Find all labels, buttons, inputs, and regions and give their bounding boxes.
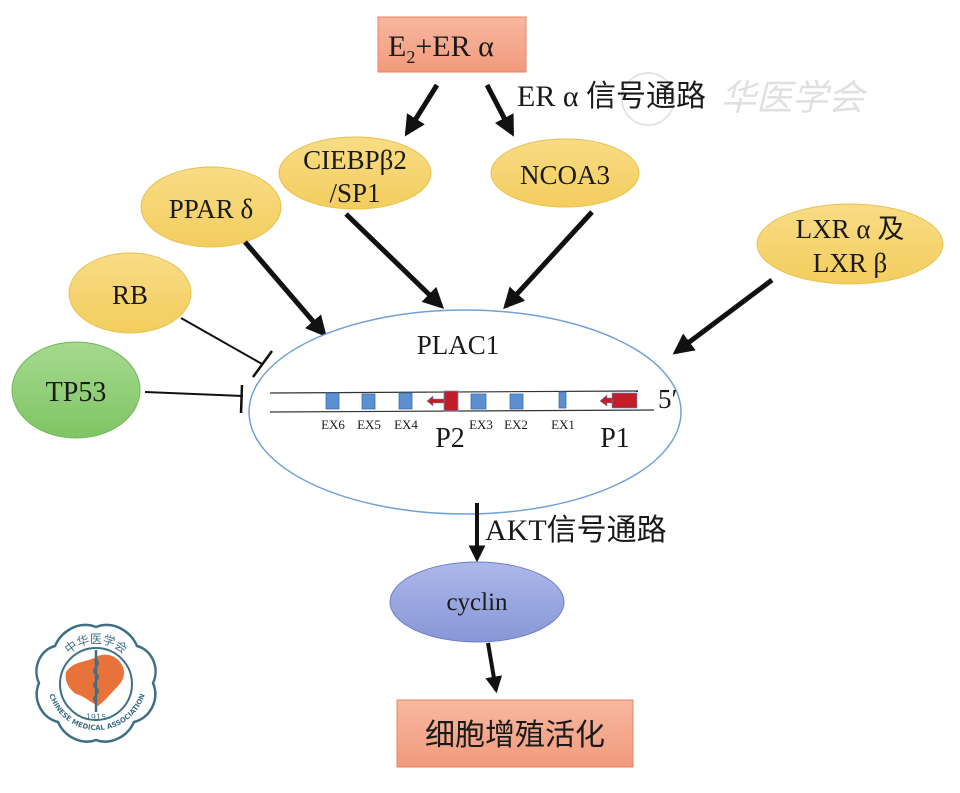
arrow-ppar-to-plac1 — [243, 240, 327, 338]
inhibition-tp53-to-plac1 — [144, 384, 244, 414]
node-rb: RB — [68, 252, 192, 334]
tp53-label: TP53 — [46, 377, 107, 408]
lxr-label-line1: LXR α 及 — [796, 214, 905, 244]
promoter-p1 — [599, 392, 638, 409]
arrow-ciebp-to-plac1 — [344, 212, 445, 309]
exon-label-ex1: EX1 — [551, 417, 575, 432]
watermark: 华医学会 — [621, 72, 868, 126]
rb-label: RB — [112, 280, 148, 310]
watermark-seal-icon — [621, 72, 675, 126]
arrow-lxr-to-plac1 — [672, 278, 774, 355]
estrogen-receptor-box: E2+ER α — [377, 16, 527, 73]
estrogen-receptor-label: E2+ER α — [388, 30, 494, 67]
node-lxr: LXR α 及 LXR β — [756, 203, 944, 285]
exon-ex3 — [470, 393, 487, 410]
node-ciebp-sp1: CIEBPβ2 /SP1 — [278, 136, 432, 210]
promoter-p2-arrow-icon — [426, 395, 445, 407]
five-prime-label: 5′ — [658, 384, 677, 414]
exon-ex2 — [509, 393, 524, 410]
exon-ex5 — [361, 393, 376, 410]
arrow-er-to-ncoa3 — [484, 83, 515, 137]
akt-pathway-label: AKT信号通路 — [485, 514, 667, 547]
lxr-label-line2: LXR β — [813, 248, 888, 278]
promoter-label-p1: P1 — [600, 423, 630, 454]
dna-strand-bottom — [269, 409, 655, 413]
ciebp-label-line1: CIEBPβ2 — [303, 145, 407, 175]
exon-label-ex2: EX2 — [504, 417, 528, 432]
arrow-er-to-ciebp — [404, 83, 440, 137]
ciebp-label-line2: /SP1 — [329, 178, 380, 208]
er-alpha-pathway-label: ER α 信号通路 — [517, 80, 706, 113]
plac1-label: PLAC1 — [417, 330, 500, 360]
ncoa3-label: NCOA3 — [520, 160, 610, 190]
logo-year: 1915 — [86, 713, 106, 722]
gene-structure: EX6 EX5 EX4 EX3 EX2 EX1 P2 P1 5′ — [269, 384, 677, 454]
node-plac1: PLAC1 — [248, 309, 682, 515]
inhibition-rb-to-plac1 — [180, 317, 274, 378]
cyclin-label: cyclin — [446, 589, 508, 616]
exon-label-ex5: EX5 — [357, 417, 381, 432]
exon-label-ex3: EX3 — [469, 417, 493, 432]
promoter-p2 — [426, 390, 459, 412]
cell-proliferation-label: 细胞增殖活化 — [425, 719, 605, 752]
ppar-label: PPAR δ — [169, 194, 254, 224]
node-cyclin: cyclin — [389, 561, 565, 643]
chinese-medical-association-logo: 1915 中华医学会 CHINESE MEDICAL ASSOCIATION — [35, 623, 157, 743]
promoter-p1-arrow-icon — [599, 394, 613, 407]
node-ncoa3: NCOA3 — [490, 138, 640, 208]
exon-ex4 — [398, 392, 413, 410]
exon-label-ex6: EX6 — [321, 417, 345, 432]
arrow-ncoa3-to-plac1 — [503, 210, 594, 310]
exon-ex1 — [558, 391, 567, 409]
node-ppar-delta: PPAR δ — [140, 166, 282, 248]
watermark-text: 华医学会 — [720, 78, 868, 119]
node-tp53: TP53 — [11, 341, 141, 439]
promoter-label-p2: P2 — [435, 423, 465, 454]
exon-label-ex4: EX4 — [394, 417, 418, 432]
cell-proliferation-box: 细胞增殖活化 — [396, 699, 634, 768]
arrow-cyclin-to-proliferation — [485, 642, 503, 694]
exon-ex6 — [325, 392, 340, 410]
serpent-icon — [93, 659, 99, 703]
